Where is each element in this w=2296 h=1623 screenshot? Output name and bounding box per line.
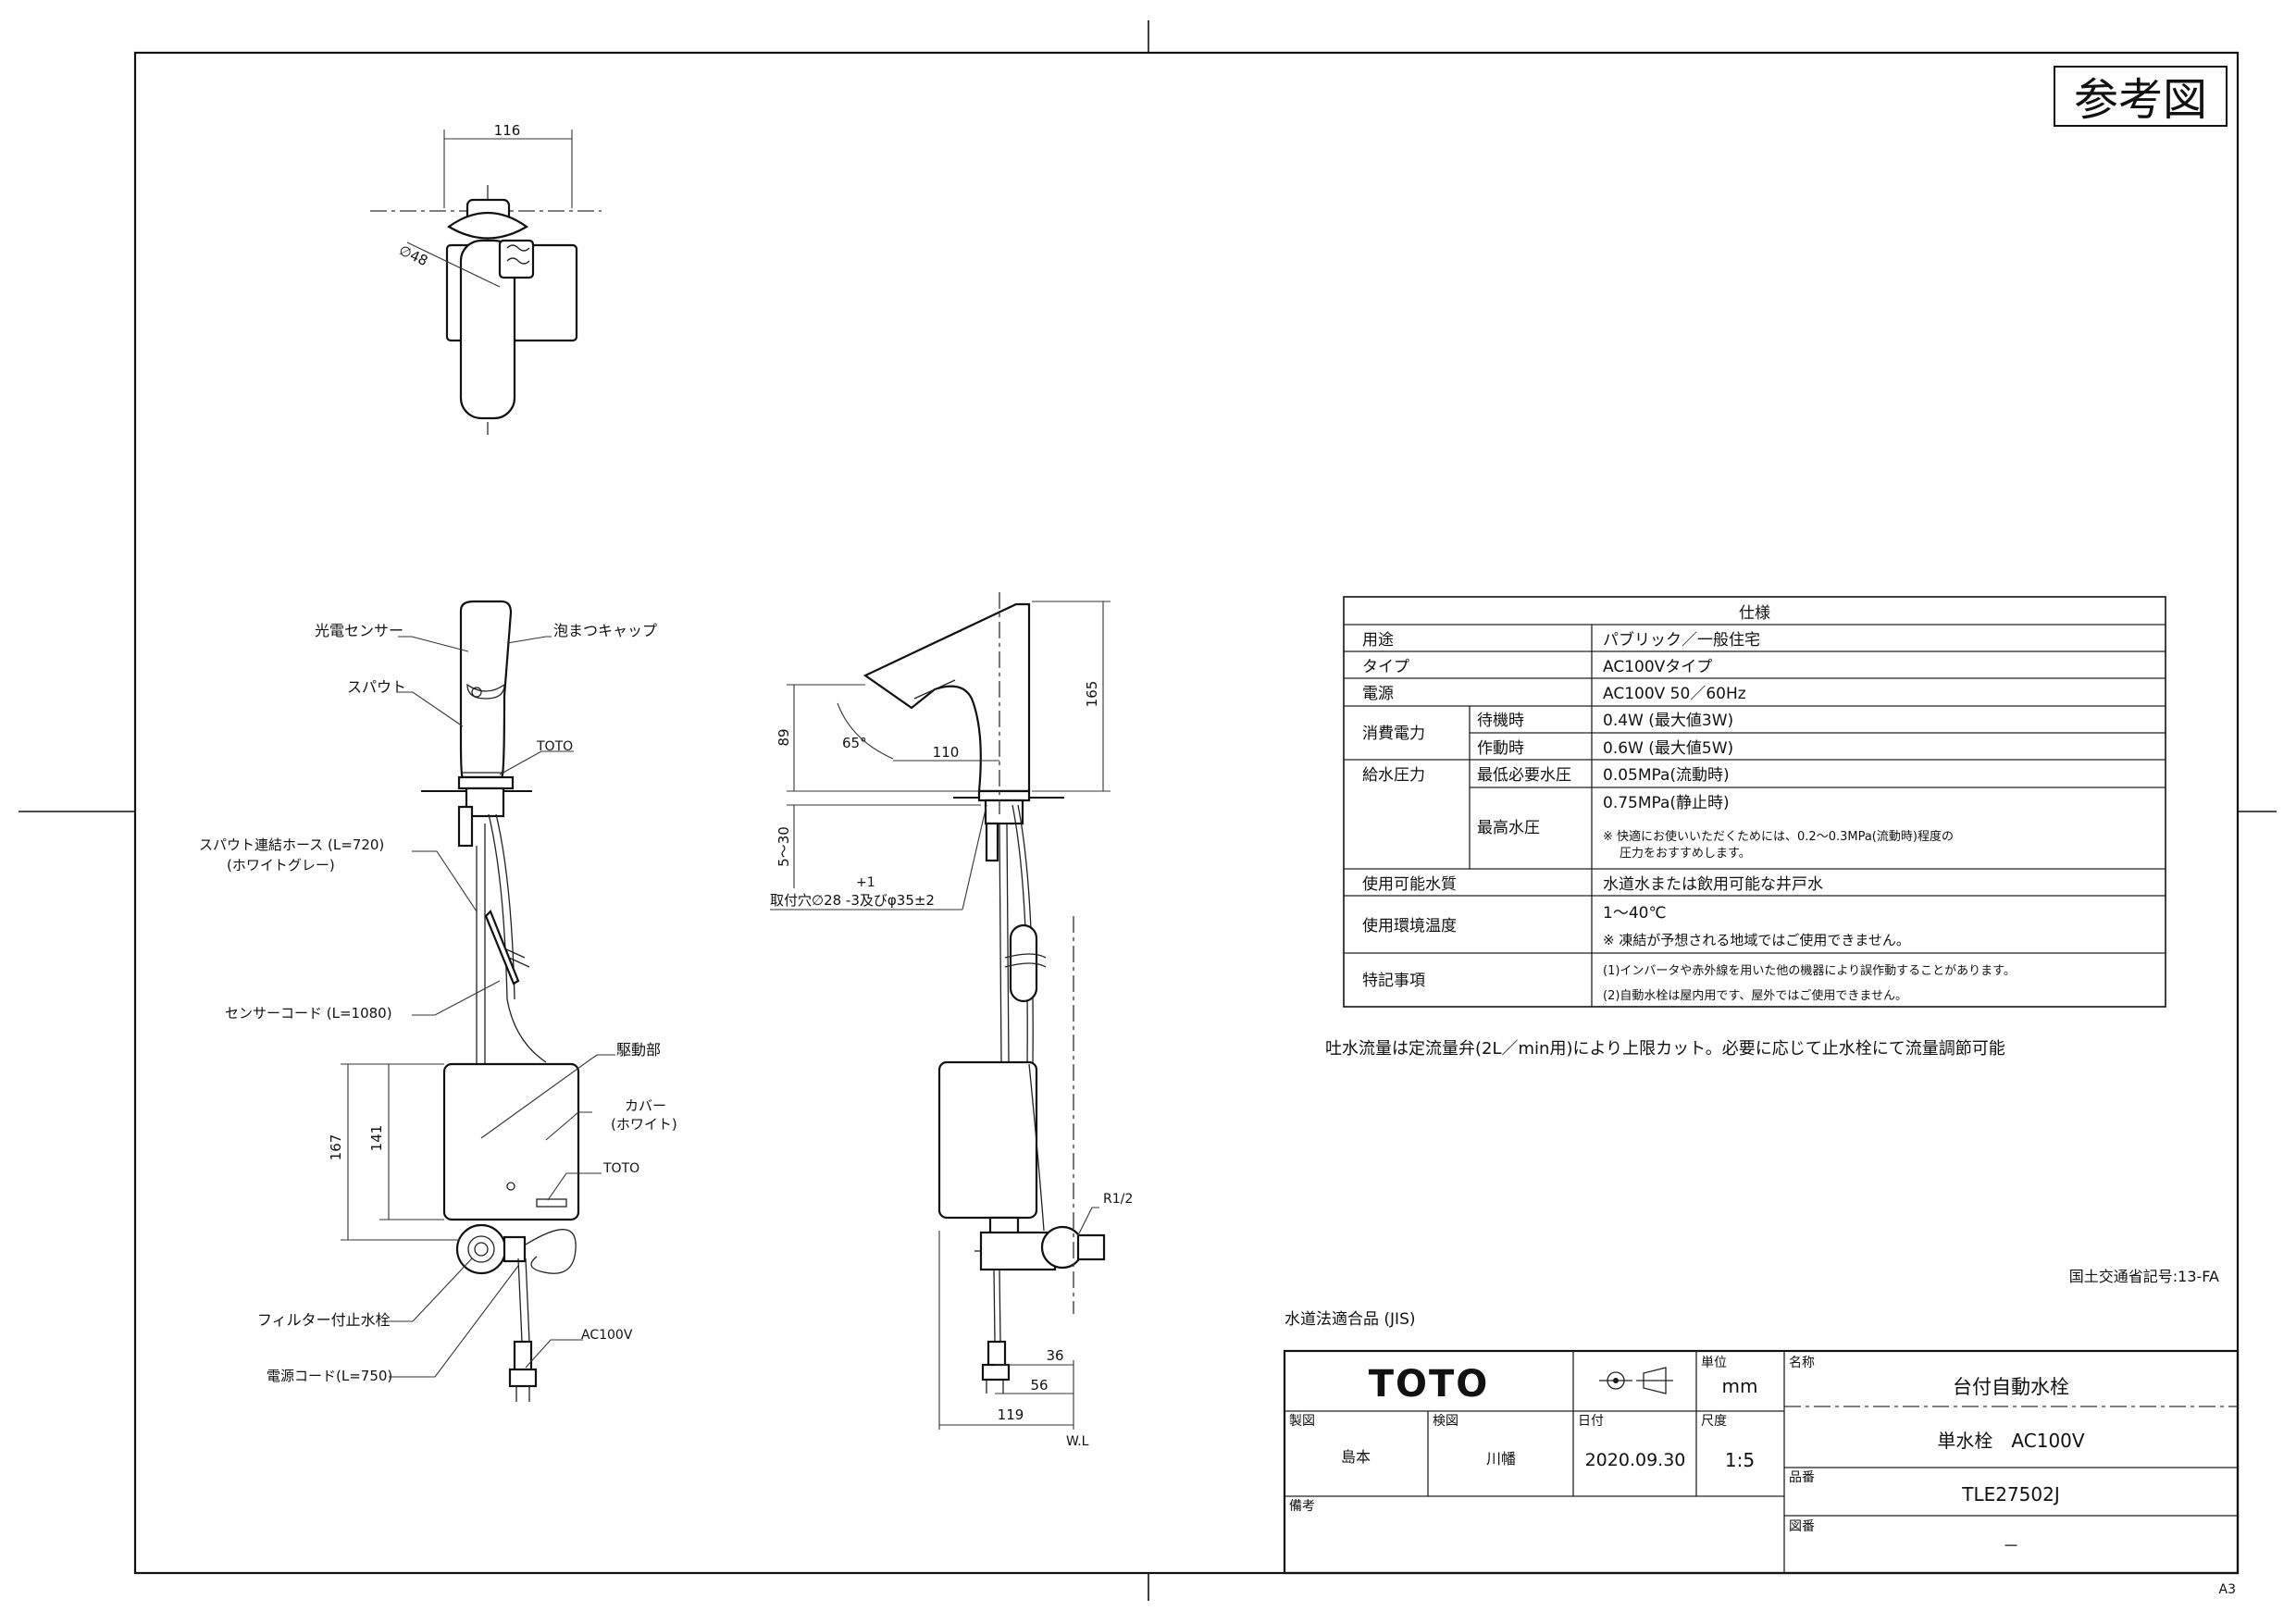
- dim-167: 167: [328, 1134, 344, 1161]
- label-filter-stop-valve: フィルター付止水栓: [257, 1311, 391, 1329]
- drawing-date: 2020.09.30: [1585, 1450, 1686, 1470]
- checked-by: 川幡: [1486, 1450, 1516, 1468]
- spec-temp-note: ※ 凍結が予想される地域ではご使用できません。: [1603, 932, 1910, 948]
- spec-use-value: パブリック／一般住宅: [1603, 630, 1760, 650]
- dim-r12: R1/2: [1103, 1192, 1133, 1207]
- spec-power-source-label: 電源: [1362, 685, 1394, 703]
- spec-consumption-label: 消費電力: [1362, 725, 1425, 743]
- side-drive-box: [937, 1060, 1038, 1220]
- part-number: TLE27502J: [1961, 1483, 2060, 1505]
- label-cover-color: (ホワイト): [611, 1116, 677, 1133]
- label-water-level: W.L: [1066, 1434, 1089, 1449]
- product-name: 台付自動水栓: [1953, 1376, 2069, 1398]
- dim-mounting-hole: 取付穴∅28 -3及びφ35±2: [770, 892, 935, 909]
- label-hose: スパウト連結ホース (L=720): [199, 836, 384, 853]
- label-sensor-cord: センサーコード (L=1080): [225, 1005, 392, 1022]
- spec-pressure-label: 給水圧力: [1362, 766, 1425, 785]
- drawing-number: －: [2003, 1537, 2019, 1556]
- dim-diameter-48: ∅48: [396, 242, 430, 269]
- spec-use-label: 用途: [1362, 631, 1394, 650]
- front-spout: [459, 600, 513, 779]
- dim-165: 165: [1084, 681, 1100, 708]
- spec-water-label: 使用可能水質: [1362, 874, 1457, 894]
- dim-36: 36: [1046, 1347, 1063, 1364]
- side-spout: [863, 602, 1031, 793]
- label-toto-box: TOTO: [602, 1161, 639, 1176]
- label-spout: スパウト: [347, 678, 406, 696]
- unit-value: mm: [1722, 1375, 1758, 1397]
- dim-141: 141: [368, 1125, 385, 1152]
- spec-power-source-value: AC100V 50／60Hz: [1603, 685, 1746, 703]
- unit-label: 単位: [1701, 1356, 1727, 1370]
- reference-stamp: 参考図: [2074, 74, 2207, 126]
- label-hose-color: (ホワイトグレー): [227, 857, 335, 873]
- spec-min-pressure-label: 最低必要水圧: [1477, 766, 1571, 785]
- model-description: 単水栓 AC100V: [1937, 1430, 2084, 1452]
- name-label: 名称: [1789, 1356, 1815, 1370]
- spec-pressure-note-1: ※ 快適にお使いいただくためには、0.2～0.3MPa(流動時)程度の: [1603, 829, 1954, 844]
- spec-standby-value: 0.4W (最大値3W): [1603, 712, 1733, 730]
- spec-header: 仕様: [1739, 604, 1770, 623]
- spec-special-note-1: (1)インバータや赤外線を用いた他の機器により誤作動することがあります。: [1603, 963, 2016, 978]
- spec-standby-label: 待機時: [1477, 712, 1524, 730]
- drawn-by: 島本: [1341, 1448, 1371, 1466]
- label-photo-sensor: 光電センサー: [315, 622, 403, 639]
- spec-special-label: 特記事項: [1362, 972, 1425, 990]
- mlit-code: 国土交通省記号:13-FA: [2069, 1268, 2219, 1285]
- sheet-size: A3: [2219, 1582, 2236, 1597]
- top-view: 116 ∅48: [370, 122, 602, 435]
- label-ac100v: AC100V: [581, 1328, 633, 1343]
- label-toto-spout: TOTO: [536, 739, 573, 754]
- checked-label: 検図: [1433, 1414, 1458, 1429]
- remarks-label: 備考: [1289, 1499, 1315, 1514]
- spec-max-pressure-label: 最高水圧: [1477, 819, 1540, 837]
- drawing-number-label: 図番: [1789, 1519, 1815, 1534]
- spec-min-pressure-value: 0.05MPa(流動時): [1603, 766, 1730, 785]
- spec-type-label: タイプ: [1362, 658, 1409, 676]
- part-number-label: 品番: [1789, 1470, 1815, 1485]
- dim-89: 89: [776, 728, 792, 746]
- label-drive-unit: 駆動部: [616, 1041, 661, 1059]
- spec-type-value: AC100Vタイプ: [1603, 658, 1712, 676]
- dim-5-30: 5～30: [776, 826, 792, 867]
- label-aerator-cap: 泡まつキャップ: [553, 622, 657, 639]
- jis-note: 水道法適合品 (JIS): [1285, 1310, 1416, 1329]
- label-cover: カバー: [625, 1097, 666, 1114]
- spec-water-value: 水道水または飲用可能な井戸水: [1603, 875, 1823, 894]
- dim-110: 110: [933, 744, 960, 761]
- flow-rate-note: 吐水流量は定流量弁(2L／min用)により上限カット。必要に応じて止水栓にて流量…: [1325, 1039, 2005, 1059]
- scale-label: 尺度: [1701, 1414, 1727, 1429]
- date-label: 日付: [1578, 1414, 1604, 1429]
- title-block: TOTO 単位 mm 名称 台付自動水栓 単水栓 AC100V 製図 島本 検図…: [1283, 1349, 2240, 1575]
- dim-angle-65: 65°: [842, 735, 867, 751]
- spec-table: 仕様 用途 パブリック／一般住宅 タイプ AC100Vタイプ 電源 AC100V…: [1343, 596, 2166, 1008]
- reference-stamp-frame: [2054, 66, 2228, 127]
- spec-temp-value: 1～40℃: [1603, 904, 1667, 923]
- spec-active-label: 作動時: [1477, 739, 1524, 758]
- third-angle-projection-icon: [1599, 1367, 1673, 1394]
- dim-56: 56: [1030, 1377, 1048, 1394]
- drawing-scale: 1:5: [1725, 1449, 1755, 1471]
- spec-active-value: 0.6W (最大値5W): [1603, 739, 1733, 758]
- spec-temp-label: 使用環境温度: [1362, 916, 1457, 935]
- drawing-frame: [133, 51, 2240, 1575]
- dim-tolerance: +1: [856, 875, 875, 890]
- label-power-cord: 電源コード(L=750): [267, 1368, 392, 1384]
- spec-special-note-2: (2)自動水栓は屋内用です、屋外ではご使用できません。: [1603, 988, 1907, 1003]
- brand-logo: TOTO: [1369, 1363, 1490, 1406]
- front-view: 167 141 光電センサー 泡まつキャップ スパウト TOTO スパウト連結ホ…: [199, 600, 677, 1402]
- front-drive-box: [442, 1062, 580, 1221]
- spec-pressure-note-2: 圧力をおすすめします。: [1620, 847, 1751, 861]
- dim-116: 116: [494, 122, 521, 139]
- side-view: 165 89 65° 110 5～30 +1 取付穴∅28 -3及びφ35±2 …: [770, 592, 1133, 1449]
- drawn-label: 製図: [1289, 1414, 1315, 1429]
- dim-119: 119: [998, 1406, 1024, 1423]
- spec-max-pressure-value: 0.75MPa(静止時): [1603, 794, 1730, 812]
